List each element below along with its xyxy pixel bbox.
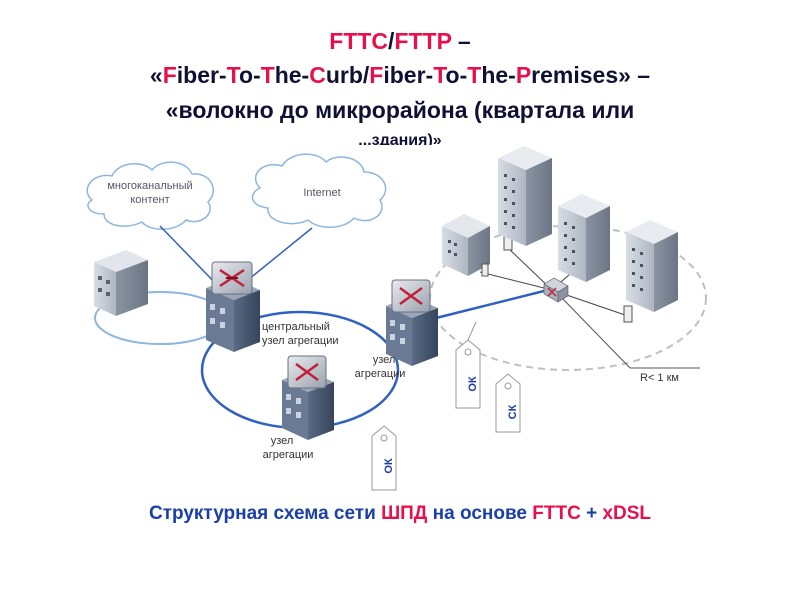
dslam-icon <box>543 277 569 303</box>
caption-text: на основе <box>427 503 533 524</box>
title-fttc: FTTC <box>329 28 389 54</box>
tag-icon <box>495 373 521 433</box>
title-part: T <box>226 62 239 88</box>
bottom-node-label-2: агрегации <box>263 449 314 461</box>
router-icon <box>211 261 253 295</box>
title-part: P <box>515 62 532 88</box>
central-node-label-2: узел агрегации <box>262 335 339 347</box>
cloud-internet-label: Internet <box>303 187 340 199</box>
tag-sk-label: СК <box>507 404 519 419</box>
title-part: he- <box>481 62 516 88</box>
bottom-node-label-1: узел <box>271 435 294 447</box>
title-part: o- <box>445 62 468 88</box>
title-part: he- <box>274 62 310 88</box>
right-node-label-1: узел <box>373 354 396 366</box>
tag-icon <box>455 321 481 409</box>
radius-label: R< 1 км <box>640 372 679 384</box>
title-line-2: «Fiber-To-The-Curb/Fiber-To-The-Premises… <box>0 60 800 91</box>
title-part: remises» – <box>531 62 651 88</box>
tag-icon <box>371 425 397 491</box>
router-icon <box>287 355 327 389</box>
caption-accent: FTTC <box>532 503 581 524</box>
server-tower-icon <box>498 146 552 246</box>
title-part: iber- <box>176 62 227 88</box>
cloud-icon <box>86 161 214 230</box>
cloud-icon <box>251 153 387 228</box>
title-part: o- <box>238 62 261 88</box>
router-icon <box>391 279 431 313</box>
title-part: « <box>149 62 163 88</box>
caption-text: Структурная схема сети <box>148 503 382 524</box>
title-line-3: «волокно до микрорайона (квартала или <box>165 97 635 123</box>
building-icon <box>206 278 260 352</box>
title-slash: / <box>388 28 395 54</box>
server-tower-icon <box>623 220 678 323</box>
title-part: T <box>467 62 482 88</box>
title-part: T <box>433 62 446 88</box>
caption-accent: xDSL <box>602 503 652 524</box>
title-part: iber- <box>383 62 434 88</box>
trunk-fiber-line <box>435 288 549 320</box>
title-part: C <box>309 62 326 88</box>
title-part: T <box>260 62 275 88</box>
server-tower-icon <box>442 214 513 277</box>
title-line-4-clipped: ...здания)» <box>358 133 442 145</box>
title-dash: – <box>451 28 471 54</box>
title-line-1: FTTC/FTTP – <box>0 26 800 57</box>
building-icon <box>94 250 148 316</box>
server-tower-icon <box>558 194 610 282</box>
title-part: urb/ <box>325 62 370 88</box>
tag-ok-label: ОК <box>467 376 479 392</box>
right-node-label-2: агрегации <box>355 368 406 380</box>
central-node-label-1: центральный <box>262 321 330 333</box>
tag-ok-label: ОК <box>383 458 395 474</box>
caption-accent: ШПД <box>381 503 428 524</box>
cloud-content-label-2: контент <box>130 194 169 206</box>
diagram-caption: Структурная схема сети ШПД на основе FTT… <box>0 503 800 525</box>
cloud-content-label-1: многоканальный <box>107 180 192 192</box>
radius-line <box>559 295 631 369</box>
caption-text: + <box>580 503 603 524</box>
title-part: F <box>369 62 384 88</box>
title-fttp: FTTP <box>394 28 452 54</box>
title-part: F <box>162 62 177 88</box>
